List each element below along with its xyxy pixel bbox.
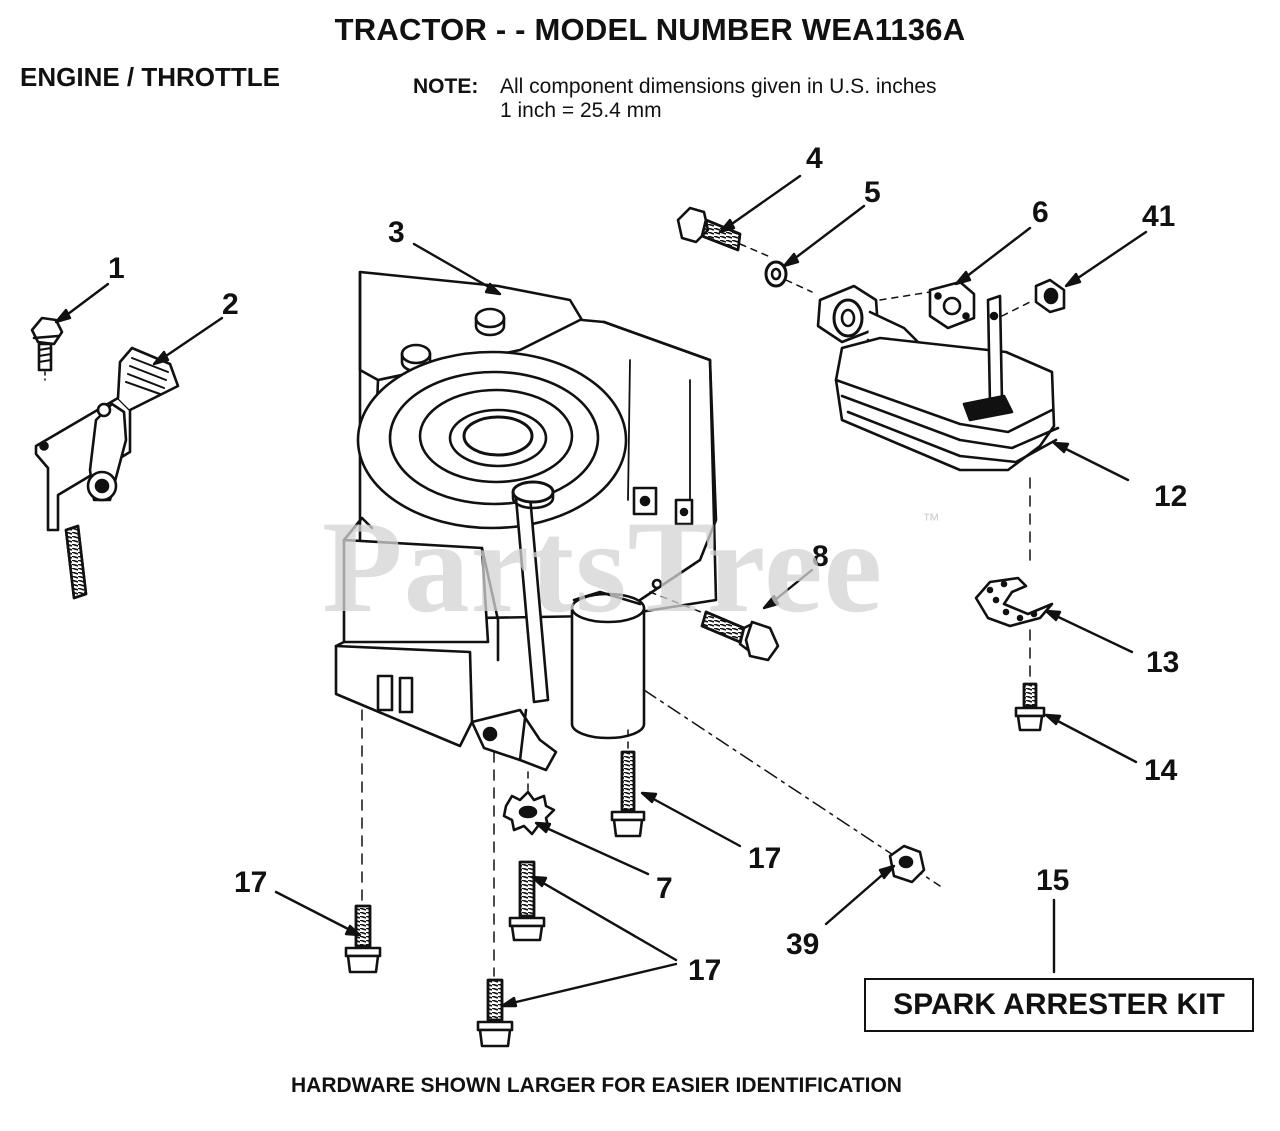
- callout-2: 2: [222, 288, 239, 321]
- callout-17-left: 17: [234, 866, 267, 899]
- part-13-screen: [974, 576, 1054, 681]
- watermark: PartsTree: [322, 493, 884, 640]
- part-5-washer: [764, 260, 813, 293]
- callout-13: 13: [1146, 646, 1179, 679]
- part-17-bolt-mid: [508, 860, 546, 942]
- callout-17-center: 17: [748, 842, 781, 875]
- trademark-symbol: ™: [922, 510, 940, 530]
- part-12-muffler: [816, 284, 1060, 561]
- note-label: NOTE:: [413, 75, 479, 98]
- part-8-bolt: [649, 591, 780, 662]
- page-title: TRACTOR - - MODEL NUMBER WEA1136A: [334, 12, 966, 47]
- note-line-1: All component dimensions given in U.S. i…: [500, 75, 937, 98]
- callout-numbers: 1 2 3 4 5 6 41 12 8 13 14 17 7 17 39 15 …: [108, 142, 1187, 987]
- callout-8: 8: [812, 540, 829, 573]
- section-title: ENGINE / THROTTLE: [20, 62, 280, 92]
- footer-note: HARDWARE SHOWN LARGER FOR EASIER IDENTIF…: [291, 1074, 902, 1097]
- part-17-bolt-left: [344, 709, 382, 974]
- part-2-throttle-control: [34, 346, 180, 600]
- part-14-screw: [1014, 682, 1046, 732]
- part-17-bolt-bottom: [476, 751, 514, 1048]
- part-3-engine: [334, 270, 718, 772]
- callout-15: 15: [1036, 864, 1069, 897]
- part-17-bolt-center: [610, 729, 646, 838]
- part-41-nut: [1001, 278, 1066, 317]
- leader-lines: [54, 174, 1148, 1008]
- part-6-gasket: [879, 280, 976, 330]
- callout-7: 7: [656, 872, 673, 905]
- spark-arrester-kit-box: SPARK ARRESTER KIT: [864, 978, 1254, 1032]
- callout-17-group: 17: [688, 954, 721, 987]
- callout-14: 14: [1144, 754, 1178, 787]
- part-1-bolt: [30, 316, 64, 381]
- spark-arrester-kit-label: SPARK ARRESTER KIT: [893, 988, 1225, 1021]
- callout-4: 4: [806, 142, 823, 175]
- callout-39: 39: [786, 928, 819, 961]
- callout-3: 3: [388, 216, 405, 249]
- note-line-2: 1 inch = 25.4 mm: [500, 99, 662, 122]
- callout-1: 1: [108, 252, 125, 285]
- part-39-nut: [643, 689, 941, 887]
- callout-6: 6: [1032, 196, 1049, 229]
- callout-41: 41: [1142, 200, 1175, 233]
- callout-12: 12: [1154, 480, 1187, 513]
- callout-5: 5: [864, 176, 881, 209]
